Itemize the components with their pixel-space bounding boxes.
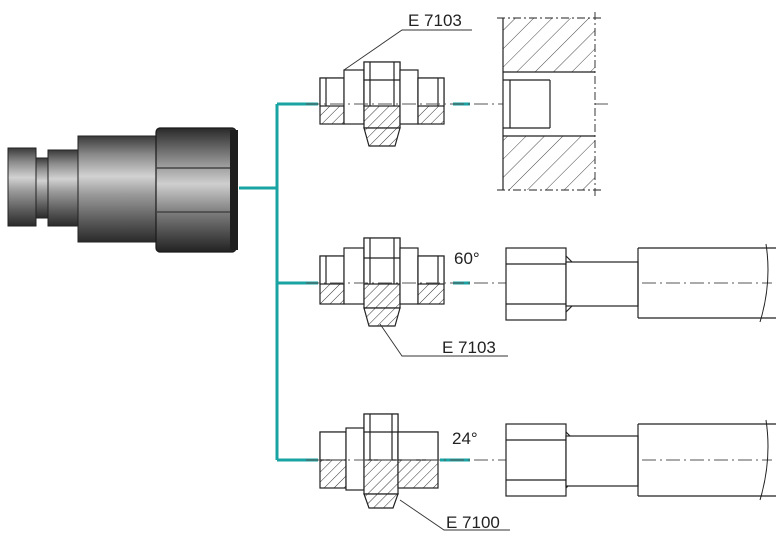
cone-angle-24-label: 24° xyxy=(452,429,478,448)
adapter-fitting-bottom xyxy=(319,413,439,509)
threaded-port-block xyxy=(497,12,601,196)
connector-lines xyxy=(239,102,470,462)
part-label-middle: E 7103 xyxy=(442,338,496,357)
part-label-top: E 7103 xyxy=(408,11,462,30)
leader-lines xyxy=(343,29,510,531)
adapter-fitting-middle xyxy=(319,237,445,327)
part-label-bottom: E 7100 xyxy=(446,513,500,532)
adapter-fitting-top xyxy=(319,61,445,147)
hose-fitting-24 xyxy=(505,419,776,501)
cone-angle-60-label: 60° xyxy=(454,249,480,268)
quick-coupling-plug xyxy=(7,127,238,253)
hose-fitting-60 xyxy=(505,243,776,323)
